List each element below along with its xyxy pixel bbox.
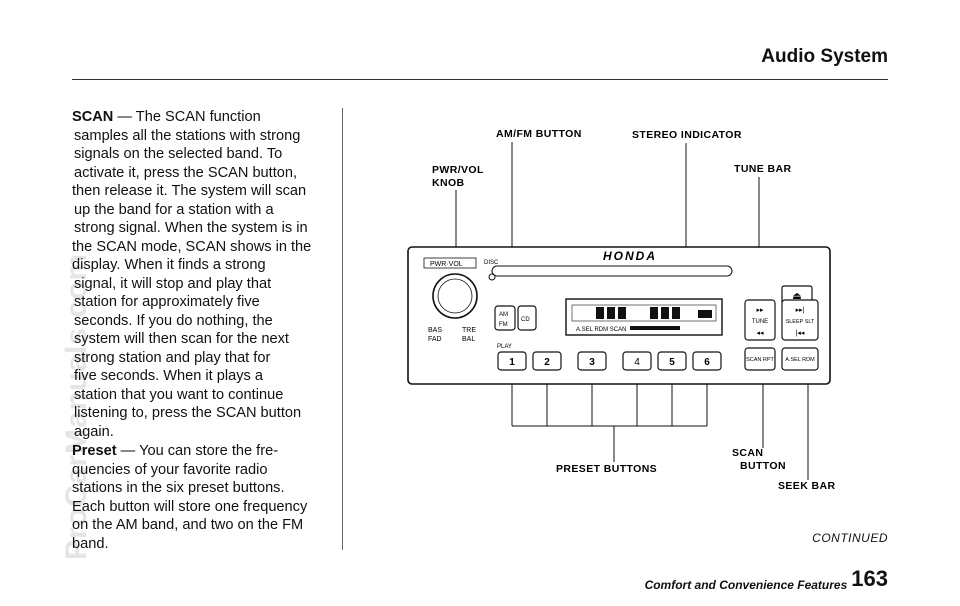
- column-divider: [342, 108, 343, 550]
- scan-line: station for approximately five: [74, 294, 260, 310]
- scan-line: listening to, press the SCAN button: [74, 405, 302, 421]
- preset-buttons: 1 2 3 4 5 6: [497, 351, 722, 371]
- play-label: PLAY: [497, 344, 512, 350]
- seek-bar-button[interactable]: [781, 299, 819, 341]
- header-rule: [72, 79, 888, 80]
- disc-label: DISC: [484, 260, 499, 266]
- preset-button-2[interactable]: [532, 351, 562, 371]
- preset-button-4[interactable]: [622, 351, 652, 371]
- scan-line: station that you want to continue: [74, 386, 284, 403]
- continued-label: CONTINUED: [812, 531, 888, 545]
- scan-label: SCAN RPT: [746, 357, 774, 363]
- eject-icon: ⏏: [792, 291, 801, 302]
- preset-line: band.: [72, 535, 109, 552]
- preset-line-0: Preset — You can store the fre-: [72, 442, 334, 461]
- scan-line-0: SCAN — The SCAN function: [72, 108, 334, 127]
- preset-buttons-callout: PRESET BUTTONS: [556, 463, 657, 475]
- scan-line: up the band for a station with a: [74, 201, 274, 218]
- preset-line: stations in the six preset buttons.: [72, 480, 285, 496]
- tune-bar-button[interactable]: [744, 299, 776, 341]
- preset-label-6: 6: [704, 357, 710, 368]
- page-number: 163: [851, 566, 888, 591]
- scan-line: display. When it finds a strong: [72, 257, 266, 273]
- lcd-bottom-text: A.SEL RDM SCAN: [576, 327, 626, 333]
- pwr-vol-knob[interactable]: [432, 273, 478, 319]
- scan-line: signal, it will stop and play that: [74, 275, 272, 292]
- tre-label: TRE: [462, 327, 476, 334]
- tune-down-icon: ◂◂: [756, 330, 764, 337]
- asel-button[interactable]: [781, 347, 819, 371]
- lcd-digit-area: [571, 304, 717, 322]
- tune-label: TUNE: [752, 319, 768, 325]
- signal-bar: [630, 326, 680, 330]
- asel-label: A.SEL RDM: [785, 357, 815, 363]
- scan-lead: SCAN: [72, 109, 114, 125]
- scan-line: then release it. The system will scan: [72, 183, 307, 199]
- brand-logo: HONDA: [603, 249, 657, 263]
- seek-up-icon: ▸▸|: [796, 307, 805, 314]
- scan-button-callout: SCAN: [732, 447, 763, 459]
- scan-line: the SCAN mode, SCAN shows in the: [72, 238, 312, 255]
- preset-line: quencies of your favorite radio: [72, 461, 268, 478]
- bas-label: BAS: [428, 327, 442, 334]
- scan-line: signals on the selected band. To: [74, 146, 283, 162]
- page-header-title: Audio System: [761, 46, 888, 67]
- disc-indicator: [488, 273, 496, 281]
- seek-down-icon: |◂◂: [796, 330, 805, 337]
- tune-up-icon: ▸▸: [756, 307, 764, 314]
- scan-line: system will then scan for the next: [74, 331, 289, 347]
- preset-button-1[interactable]: [497, 351, 527, 371]
- pwr-vol-knob-callout: PWR/VOL: [432, 164, 484, 176]
- cd-button[interactable]: [517, 305, 537, 331]
- seek-bar-callout: SEEK BAR: [778, 480, 835, 492]
- scan-button-callout-2: BUTTON: [740, 460, 786, 472]
- preset-line: Each button will store one frequency: [72, 498, 308, 515]
- pwr-vol-label-box: [423, 257, 477, 269]
- preset-text: — You can store the fre-: [116, 443, 279, 459]
- scan-line: activate it, press the SCAN button,: [74, 164, 298, 181]
- scan-line: five seconds. When it plays a: [74, 368, 263, 384]
- knob-inner-ring: [437, 278, 473, 314]
- preset-label-5: 5: [669, 357, 675, 368]
- preset-line: on the AM band, and two on the FM: [72, 517, 304, 533]
- bal-label: BAL: [462, 336, 475, 343]
- preset-button-6[interactable]: [692, 351, 722, 371]
- tune-bar-callout: TUNE BAR: [734, 163, 791, 175]
- preset-button-3[interactable]: [577, 351, 607, 371]
- scan-line: again.: [74, 423, 114, 440]
- preset-paragraph: Preset — You can store the fre- quencies…: [72, 442, 334, 553]
- footer-section: Comfort and Convenience Features: [644, 578, 848, 592]
- lcd-segments: [596, 307, 712, 319]
- am-fm-button[interactable]: [494, 305, 516, 331]
- cd-label: CD: [521, 317, 530, 323]
- scan-line: strong station and play that for: [74, 349, 271, 366]
- pwr-vol-label: PWR·VOL: [430, 261, 463, 268]
- fad-label: FAD: [428, 336, 442, 343]
- preset-label-3: 3: [589, 357, 595, 368]
- preset-lead: Preset: [72, 443, 117, 459]
- preset-label-1: 1: [509, 357, 515, 368]
- am-fm-button-callout: AM/FM BUTTON: [496, 128, 582, 140]
- pwr-vol-knob-callout-2: KNOB: [432, 177, 465, 189]
- fm-label: FM: [499, 322, 508, 328]
- scan-line: seconds. If you do nothing, the: [74, 312, 273, 329]
- am-label: AM: [499, 312, 508, 318]
- scan-text: — The SCAN function: [113, 109, 261, 125]
- preset-label-4: 4: [634, 357, 640, 368]
- disc-slot: [491, 265, 733, 277]
- skip-label: SLEEP SLT: [786, 319, 815, 325]
- scan-line: strong signal. When the system is in: [74, 220, 308, 236]
- preset-button-5[interactable]: [657, 351, 687, 371]
- stereo-indicator-callout: STEREO INDICATOR: [632, 129, 742, 141]
- preset-label-2: 2: [544, 357, 550, 368]
- scan-line: samples all the stations with strong: [74, 127, 301, 144]
- scan-paragraph: SCAN — The SCAN function samples all the…: [72, 108, 334, 441]
- scan-button[interactable]: [744, 347, 776, 371]
